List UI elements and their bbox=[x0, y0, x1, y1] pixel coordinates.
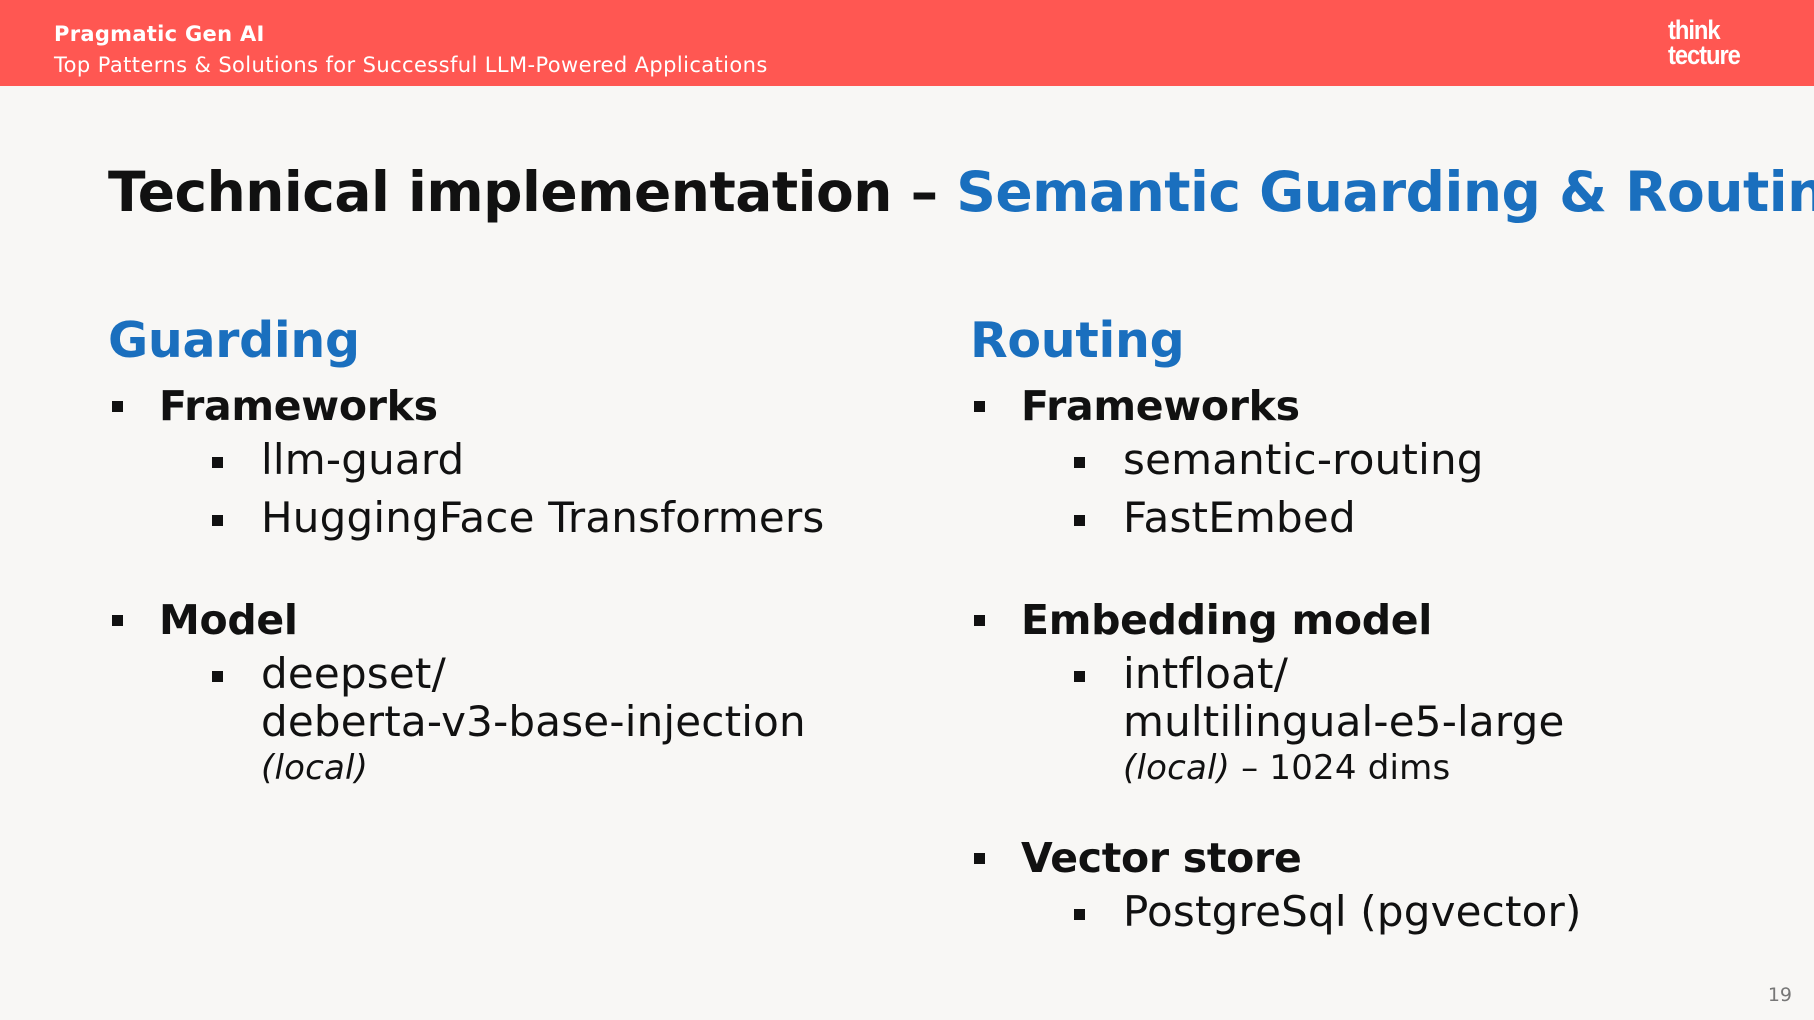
embedding-name-line2: multilingual-e5-large bbox=[1123, 697, 1565, 746]
framework-semantic-routing: semantic-routing bbox=[1123, 435, 1484, 484]
routing-column: Routing Frameworks semantic-routing Fast… bbox=[970, 306, 1790, 936]
routing-frameworks-label: Frameworks bbox=[1021, 382, 1300, 430]
routing-embedding-group: Embedding model intfloat/ multilingual-e… bbox=[970, 590, 1790, 790]
bullet-item: Frameworks bbox=[108, 376, 928, 436]
model-name-line2: deberta-v3-base-injection bbox=[261, 697, 806, 746]
sub-bullet-item: HuggingFace Transformers bbox=[108, 494, 928, 542]
square-bullet-icon bbox=[112, 615, 123, 626]
guarding-heading: Guarding bbox=[108, 312, 360, 369]
square-bullet-icon bbox=[974, 615, 985, 626]
embedding-note: (local) – 1024 dims bbox=[1123, 746, 1790, 790]
square-bullet-icon bbox=[212, 671, 223, 682]
square-bullet-icon bbox=[1074, 515, 1085, 526]
model-note-local: (local) bbox=[261, 748, 369, 788]
sub-bullet-item: FastEmbed bbox=[970, 494, 1790, 542]
model-note: (local) bbox=[261, 746, 928, 790]
sub-bullet-item: semantic-routing bbox=[970, 436, 1790, 484]
square-bullet-icon bbox=[1074, 671, 1085, 682]
slide-title-main: Technical implementation – bbox=[108, 160, 957, 224]
vector-store-label: Vector store bbox=[1021, 834, 1302, 882]
header-bar: Pragmatic Gen AI Top Patterns & Solution… bbox=[0, 0, 1814, 86]
square-bullet-icon bbox=[212, 515, 223, 526]
embedding-name-line1: intfloat/ bbox=[1123, 649, 1289, 698]
bullet-item: Model bbox=[108, 590, 928, 650]
bullet-item: Frameworks bbox=[970, 376, 1790, 436]
presentation-subtitle: Top Patterns & Solutions for Successful … bbox=[54, 53, 768, 77]
slide-title-accent: Semantic Guarding & Routing bbox=[956, 160, 1814, 224]
embedding-note-dims: – 1024 dims bbox=[1230, 748, 1451, 788]
square-bullet-icon bbox=[1074, 457, 1085, 468]
presentation-title: Pragmatic Gen AI bbox=[54, 22, 265, 46]
vector-store-postgres: PostgreSql (pgvector) bbox=[1123, 887, 1582, 936]
sub-bullet-item: deepset/ deberta-v3-base-injection (loca… bbox=[108, 650, 928, 790]
slide-title: Technical implementation – Semantic Guar… bbox=[108, 160, 1814, 224]
framework-fastembed: FastEmbed bbox=[1123, 493, 1356, 542]
square-bullet-icon bbox=[974, 401, 985, 412]
guarding-model-group: Model deepset/ deberta-v3-base-injection… bbox=[108, 590, 928, 790]
embedding-note-local: (local) bbox=[1123, 748, 1231, 788]
square-bullet-icon bbox=[974, 853, 985, 864]
routing-vector-store-group: Vector store PostgreSql (pgvector) bbox=[970, 828, 1790, 936]
framework-llm-guard: llm-guard bbox=[261, 435, 465, 484]
bullet-item: Embedding model bbox=[970, 590, 1790, 650]
spacer bbox=[108, 542, 928, 590]
page-number: 19 bbox=[1767, 984, 1792, 1006]
spacer bbox=[970, 542, 1790, 590]
square-bullet-icon bbox=[1074, 909, 1085, 920]
sub-bullet-item: PostgreSql (pgvector) bbox=[970, 888, 1790, 936]
framework-huggingface: HuggingFace Transformers bbox=[261, 493, 825, 542]
guarding-frameworks-group: Frameworks llm-guard HuggingFace Transfo… bbox=[108, 376, 928, 542]
routing-heading: Routing bbox=[970, 312, 1185, 369]
model-name-line1: deepset/ bbox=[261, 649, 446, 698]
guarding-model-label: Model bbox=[159, 596, 298, 644]
routing-frameworks-group: Frameworks semantic-routing FastEmbed bbox=[970, 376, 1790, 542]
sub-bullet-item: llm-guard bbox=[108, 436, 928, 484]
bullet-item: Vector store bbox=[970, 828, 1790, 888]
embedding-model-label: Embedding model bbox=[1021, 596, 1433, 644]
square-bullet-icon bbox=[112, 401, 123, 412]
square-bullet-icon bbox=[212, 457, 223, 468]
guarding-column: Guarding Frameworks llm-guard HuggingFac… bbox=[108, 306, 928, 790]
sub-bullet-item: intfloat/ multilingual-e5-large (local) … bbox=[970, 650, 1790, 790]
spacer bbox=[970, 790, 1790, 828]
guarding-frameworks-label: Frameworks bbox=[159, 382, 438, 430]
